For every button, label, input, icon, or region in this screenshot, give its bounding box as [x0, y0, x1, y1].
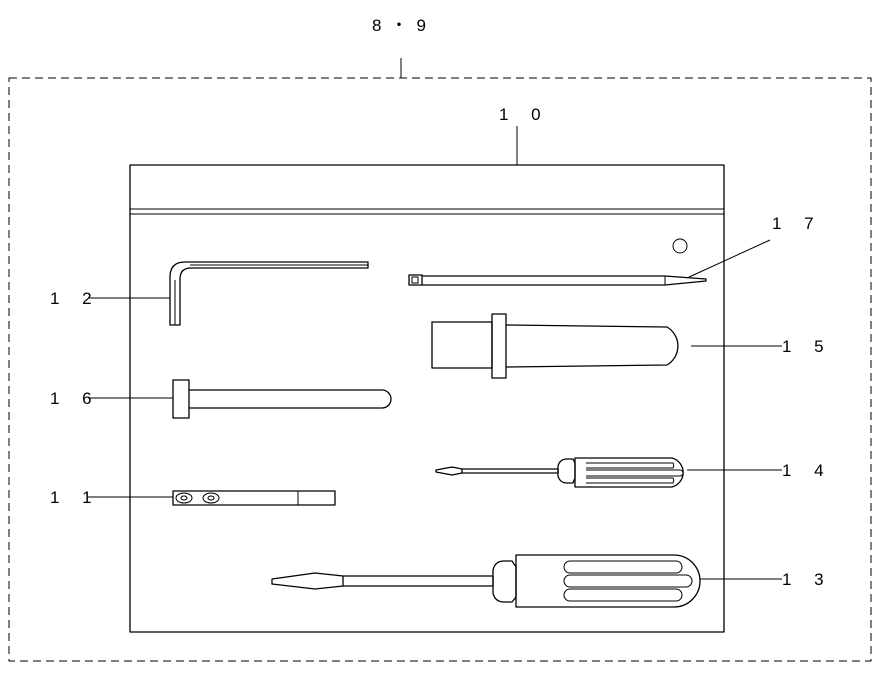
- kit-dashed-boundary: [8, 77, 872, 662]
- hex-key-icon: [169, 261, 369, 326]
- storage-bag: [129, 164, 725, 633]
- nozzle-icon: [431, 313, 679, 379]
- kit-callout-label: 8・9: [372, 16, 435, 35]
- pin-tool-icon: [172, 379, 392, 419]
- small-screwdriver-icon: [435, 457, 684, 488]
- bracket-tool-callout-label: 1 1: [50, 488, 101, 507]
- small-screwdriver-callout-label: 1 4: [782, 461, 833, 480]
- bracket-tool-icon: [172, 490, 336, 506]
- cable-tie-icon: [408, 274, 707, 286]
- large-screwdriver-icon: [271, 554, 701, 608]
- cable-tie-leader-line: [686, 239, 771, 279]
- cable-tie-callout-label: 1 7: [772, 214, 823, 233]
- bag-callout-label: 1 0: [499, 105, 550, 124]
- hex-key-callout-label: 1 2: [50, 289, 101, 308]
- pin-tool-callout-label: 1 6: [50, 389, 101, 408]
- nozzle-callout-label: 1 5: [782, 337, 833, 356]
- large-screwdriver-callout-label: 1 3: [782, 570, 833, 589]
